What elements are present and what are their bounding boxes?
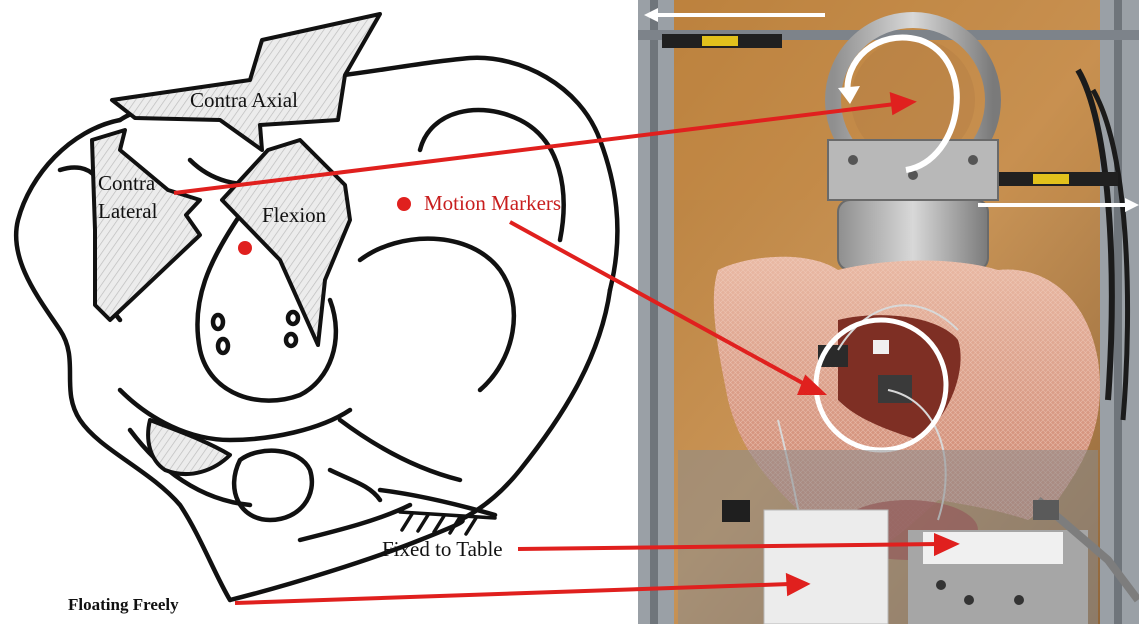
obturator-foramen: [234, 451, 312, 520]
label-contra-axial: Contra Axial: [190, 88, 298, 113]
label-contra-lateral-line1: Contra: [98, 171, 155, 196]
label-floating-freely: Floating Freely: [68, 595, 179, 615]
contra-axial-arrow: [112, 14, 380, 150]
label-motion-markers: Motion Markers: [424, 191, 561, 216]
label-fixed-to-table: Fixed to Table: [382, 537, 503, 562]
specimen-photo: [638, 0, 1139, 624]
contra-lateral-wing: [92, 130, 200, 320]
label-flexion: Flexion: [262, 203, 326, 228]
motion-marker-dot: [397, 197, 411, 211]
label-contra-lateral-line2: Lateral: [98, 199, 157, 224]
hatch-lower: [148, 420, 230, 474]
motion-marker-dot: [238, 241, 252, 255]
pelvis-sketch: [0, 0, 640, 624]
